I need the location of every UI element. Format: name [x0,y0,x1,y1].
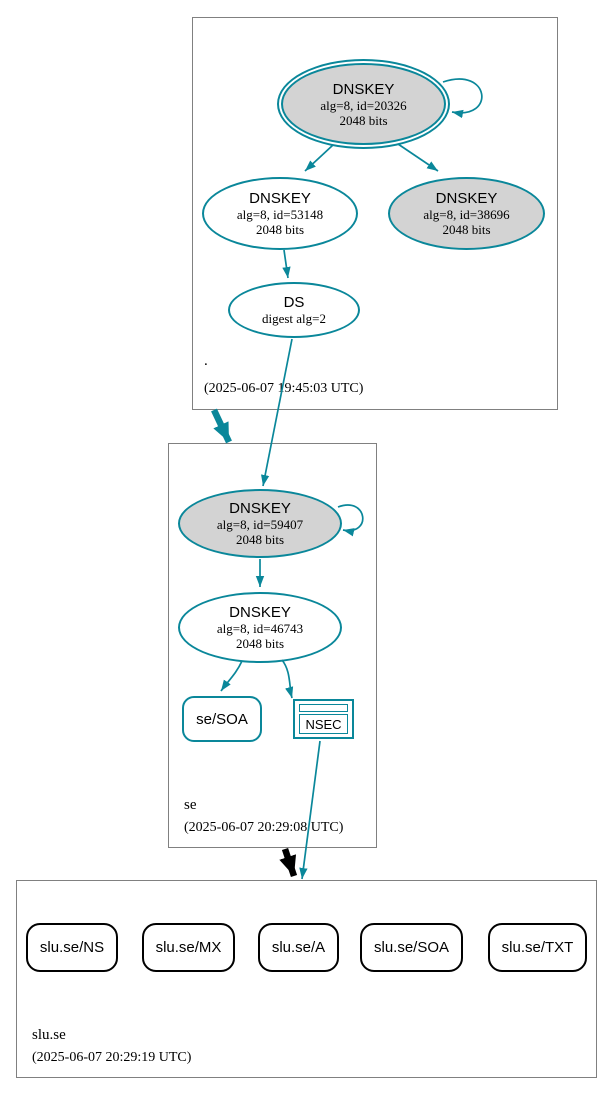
nsec-strip [299,704,348,712]
ds-node[interactable]: DS digest alg=2 [228,282,360,338]
dnskey-title: DNSKEY [435,190,498,207]
rrset-label: slu.se/MX [155,939,222,956]
dnskey-detail: alg=8, id=38696 [423,207,510,222]
ds-detail: digest alg=2 [261,311,327,326]
dnskey-detail: 2048 bits [339,112,388,128]
dnskey-detail: alg=8, id=53148 [236,207,324,222]
rrset-label: se/SOA [196,710,248,728]
dnskey-title: DNSKEY [332,80,395,98]
dnskey-node-46743[interactable]: DNSKEY alg=8, id=46743 2048 bits [178,592,342,663]
rrset-node-slu-se-txt[interactable]: slu.se/TXT [488,923,587,972]
zone-box-root [192,17,558,410]
zone-box-slu-se [16,880,597,1078]
dnskey-title: DNSKEY [229,604,291,621]
zone-timestamp-root: (2025-06-07 19:45:03 UTC) [204,381,364,396]
rrset-label: slu.se/A [271,939,326,956]
nsec-node[interactable]: NSEC [293,699,354,739]
zone-label-root: . [204,353,208,369]
zone-timestamp-se: (2025-06-07 20:29:08 UTC) [184,820,344,835]
rrset-node-slu-se-mx[interactable]: slu.se/MX [142,923,235,972]
rrset-node-slu-se-ns[interactable]: slu.se/NS [26,923,118,972]
zone-label-se: se [184,797,197,813]
zone-label-slu-se: slu.se [32,1027,66,1043]
ds-title: DS [283,294,305,311]
dnskey-detail: alg=8, id=59407 [216,517,304,532]
zone-timestamp-slu-se: (2025-06-07 20:29:19 UTC) [32,1050,192,1065]
edge-delegation-root-to-se [211,408,232,444]
rrset-label: slu.se/TXT [501,939,574,956]
nsec-label: NSEC [299,714,348,734]
dnskey-detail: 2048 bits [255,222,305,237]
dnskey-detail: 2048 bits [235,532,285,547]
dnskey-node-59407[interactable]: DNSKEY alg=8, id=59407 2048 bits [178,489,342,558]
dnskey-detail: 2048 bits [442,222,491,237]
dnskey-title: DNSKEY [229,500,291,517]
rrset-label: slu.se/NS [39,939,105,956]
rrset-label: slu.se/SOA [373,939,450,956]
dnskey-detail: alg=8, id=46743 [216,621,304,636]
rrset-node-slu-se-a[interactable]: slu.se/A [258,923,339,972]
dnskey-node-53148[interactable]: DNSKEY alg=8, id=53148 2048 bits [202,177,358,250]
dnskey-detail: alg=8, id=20326 [320,97,407,113]
rrset-node-se-soa[interactable]: se/SOA [182,696,262,742]
dnskey-title: DNSKEY [249,190,311,207]
dnskey-node-20326[interactable]: DNSKEY alg=8, id=20326 2048 bits [277,59,450,149]
edge-delegation-se-to-slu-se [279,847,298,878]
rrset-node-slu-se-soa[interactable]: slu.se/SOA [360,923,463,972]
dnskey-node-38696[interactable]: DNSKEY alg=8, id=38696 2048 bits [388,177,545,250]
dnskey-detail: 2048 bits [235,636,285,651]
